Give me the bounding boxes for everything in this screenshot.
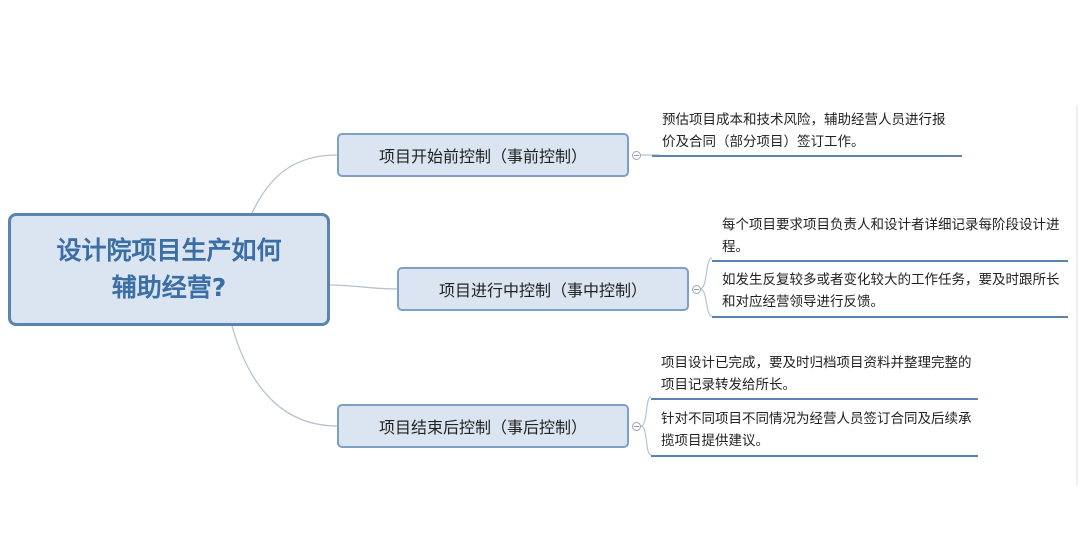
leaf-text: 预估项目成本和技术风险，辅助经营人员进行报价及合同（部分项目）签订工作。: [662, 112, 946, 150]
branch-label: 项目开始前控制（事前控制）: [378, 147, 587, 166]
branch-post-project-control[interactable]: 项目结束后控制（事后控制）: [337, 404, 629, 448]
leaf-text: 针对不同项目不同情况为经营人员签订合同及后续承揽项目提供建议。: [661, 411, 972, 449]
root-topic-line-2: 辅助经营?: [111, 272, 227, 302]
leaf-post-project-1[interactable]: 项目设计已完成，要及时归档项目资料并整理完整的项目记录转发给所长。: [651, 352, 978, 400]
leaf-text: 项目设计已完成，要及时归档项目资料并整理完整的项目记录转发给所长。: [661, 355, 972, 393]
connector-branch-3-leaf-2: [640, 425, 652, 456]
branch-label: 项目进行中控制（事中控制）: [438, 281, 647, 300]
connector-root-branch-2: [329, 284, 398, 290]
leaf-in-progress-2[interactable]: 如发生反复较多或者变化较大的工作任务，要及时跟所长和对应经营领导进行反馈。: [712, 269, 1068, 318]
collapse-toggle-icon[interactable]: [632, 422, 641, 431]
root-topic-line-1: 设计院项目生产如何: [56, 236, 282, 266]
collapse-toggle-icon[interactable]: [692, 285, 701, 294]
connector-branch-2-leaf-2: [699, 288, 713, 317]
connector-branch-2-leaf-1: [699, 257, 713, 290]
branch-pre-project-control[interactable]: 项目开始前控制（事前控制）: [337, 133, 629, 177]
branch-in-progress-control[interactable]: 项目进行中控制（事中控制）: [397, 267, 689, 311]
leaf-pre-project-1[interactable]: 预估项目成本和技术风险，辅助经营人员进行报价及合同（部分项目）签订工作。: [652, 109, 962, 157]
branch-label: 项目结束后控制（事后控制）: [378, 418, 587, 437]
leaf-post-project-2[interactable]: 针对不同项目不同情况为经营人员签订合同及后续承揽项目提供建议。: [651, 408, 978, 457]
leaf-text: 如发生反复较多或者变化较大的工作任务，要及时跟所长和对应经营领导进行反馈。: [722, 272, 1060, 310]
connector-root-branch-3: [231, 325, 338, 427]
root-topic[interactable]: 设计院项目生产如何 辅助经营?: [8, 213, 330, 326]
leaf-in-progress-1[interactable]: 每个项目要求项目负责人和设计者详细记录每阶段设计进程。: [712, 214, 1068, 262]
collapse-toggle-icon[interactable]: [632, 151, 641, 160]
canvas-edge: [1076, 105, 1078, 485]
connector-branch-3-leaf-1: [640, 396, 652, 427]
leaf-text: 每个项目要求项目负责人和设计者详细记录每阶段设计进程。: [722, 217, 1060, 255]
connector-root-branch-1: [251, 154, 338, 214]
